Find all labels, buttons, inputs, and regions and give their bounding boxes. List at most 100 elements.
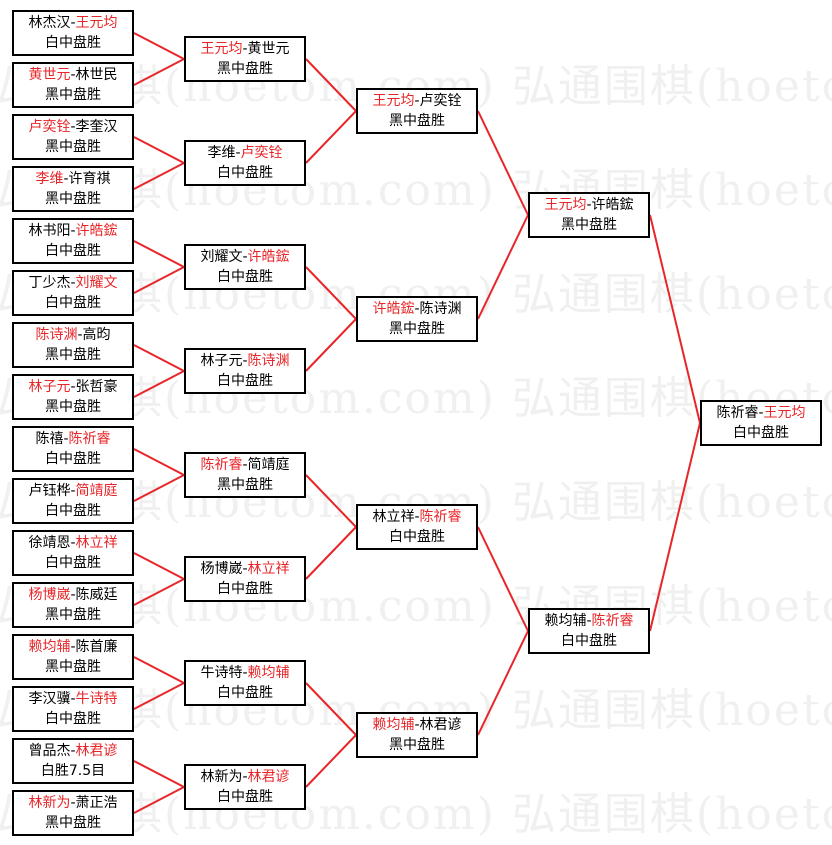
match-players: 林新为-萧正浩	[14, 793, 132, 813]
player-white: 王元均	[763, 405, 806, 421]
separator: -	[414, 509, 420, 525]
player-white: 陈祈睿	[591, 613, 634, 629]
separator: -	[242, 249, 248, 265]
player-white: 李奎汉	[75, 119, 118, 135]
separator: -	[242, 769, 248, 785]
player-black: 卢奕铨	[28, 119, 71, 135]
match-result: 白中盘胜	[733, 425, 789, 441]
connector-line	[133, 370, 185, 398]
match-players: 林子元-陈诗渊	[186, 351, 304, 371]
match-players: 卢奕铨-李奎汉	[14, 117, 132, 137]
connector-line	[477, 110, 529, 216]
match-box: 卢奕铨-李奎汉黑中盘胜	[12, 114, 134, 160]
match-result: 白胜7.5目	[40, 763, 106, 779]
player-black: 牛诗特	[200, 665, 243, 681]
match-players: 王元均-黄世元	[186, 39, 304, 59]
player-white: 林君谚	[75, 743, 118, 759]
match-result: 黑中盘胜	[389, 113, 445, 129]
player-black: 林新为	[28, 795, 71, 811]
match-box: 李维-卢奕铨白中盘胜	[184, 140, 306, 186]
player-white: 林世民	[75, 67, 118, 83]
match-result: 黑中盘胜	[45, 191, 101, 207]
match-box: 林杰汉-王元均白中盘胜	[12, 10, 134, 56]
separator: -	[70, 691, 76, 707]
match-result: 黑中盘胜	[389, 737, 445, 753]
match-players: 卢钰桦-简靖庭	[14, 481, 132, 501]
match-result: 黑中盘胜	[389, 321, 445, 337]
connector-line	[133, 656, 185, 684]
match-box: 赖均辅-陈首廉黑中盘胜	[12, 634, 134, 680]
separator: -	[242, 457, 248, 473]
player-black: 林新为	[200, 769, 243, 785]
match-players: 王元均-卢奕铨	[358, 91, 476, 111]
match-box: 牛诗特-赖均辅白中盘胜	[184, 660, 306, 706]
player-black: 刘耀文	[200, 249, 243, 265]
player-white: 赖均辅	[247, 665, 290, 681]
separator: -	[414, 717, 420, 733]
match-box: 李维-许育祺黑中盘胜	[12, 166, 134, 212]
separator: -	[70, 379, 76, 395]
match-box: 丁少杰-刘耀文白中盘胜	[12, 270, 134, 316]
match-players: 徐靖恩-林立祥	[14, 533, 132, 553]
match-players: 赖均辅-林君谚	[358, 715, 476, 735]
match-players: 李汉骥-牛诗特	[14, 689, 132, 709]
separator: -	[414, 301, 420, 317]
player-black: 王元均	[372, 93, 415, 109]
separator: -	[70, 483, 76, 499]
player-black: 赖均辅	[28, 639, 71, 655]
match-result: 白中盘胜	[217, 685, 273, 701]
player-white: 牛诗特	[75, 691, 118, 707]
match-result: 白中盘胜	[217, 789, 273, 805]
separator: -	[70, 275, 76, 291]
match-box: 王元均-卢奕铨黑中盘胜	[356, 88, 478, 134]
match-box: 许皓鋐-陈诗渊黑中盘胜	[356, 296, 478, 342]
connector-line	[133, 344, 185, 372]
match-result: 白中盘胜	[217, 165, 273, 181]
match-result: 黑中盘胜	[45, 607, 101, 623]
match-result: 白中盘胜	[45, 35, 101, 51]
separator: -	[77, 327, 83, 343]
match-box: 王元均-许皓鋐黑中盘胜	[528, 192, 650, 238]
player-black: 杨博崴	[200, 561, 243, 577]
match-box: 徐靖恩-林立祥白中盘胜	[12, 530, 134, 576]
connector-line	[477, 526, 529, 632]
match-players: 曾品杰-林君谚	[14, 741, 132, 761]
match-box: 赖均辅-林君谚黑中盘胜	[356, 712, 478, 758]
connector-line	[133, 760, 185, 788]
separator: -	[70, 535, 76, 551]
match-players: 牛诗特-赖均辅	[186, 663, 304, 683]
player-black: 曾品杰	[28, 743, 71, 759]
match-result: 白中盘胜	[217, 581, 273, 597]
match-players: 林新为-林君谚	[186, 767, 304, 787]
player-black: 李维	[207, 145, 236, 161]
match-players: 林书阳-许皓鋐	[14, 221, 132, 241]
connector-line	[133, 682, 185, 710]
connector-line	[305, 318, 357, 372]
match-players: 李维-许育祺	[14, 169, 132, 189]
match-result: 黑中盘胜	[217, 477, 273, 493]
player-black: 陈祈睿	[200, 457, 243, 473]
player-white: 林立祥	[75, 535, 118, 551]
player-white: 许皓鋐	[247, 249, 290, 265]
match-box: 李汉骥-牛诗特白中盘胜	[12, 686, 134, 732]
match-result: 白中盘胜	[561, 633, 617, 649]
match-players: 赖均辅-陈首廉	[14, 637, 132, 657]
separator: -	[242, 561, 248, 577]
match-result: 黑中盘胜	[45, 139, 101, 155]
player-white: 林君谚	[247, 769, 290, 785]
connector-line	[305, 110, 357, 164]
player-black: 王元均	[544, 197, 587, 213]
match-players: 丁少杰-刘耀文	[14, 273, 132, 293]
match-result: 黑中盘胜	[45, 87, 101, 103]
match-box: 林立祥-陈祈睿白中盘胜	[356, 504, 478, 550]
match-players: 赖均辅-陈祈睿	[530, 611, 648, 631]
player-white: 黄世元	[247, 41, 290, 57]
match-players: 杨博崴-陈威廷	[14, 585, 132, 605]
player-white: 林君谚	[419, 717, 462, 733]
match-players: 王元均-许皓鋐	[530, 195, 648, 215]
match-box: 曾品杰-林君谚白胜7.5目	[12, 738, 134, 784]
connector-line	[133, 136, 185, 164]
connector-line	[133, 266, 185, 294]
match-box: 赖均辅-陈祈睿白中盘胜	[528, 608, 650, 654]
separator: -	[242, 665, 248, 681]
